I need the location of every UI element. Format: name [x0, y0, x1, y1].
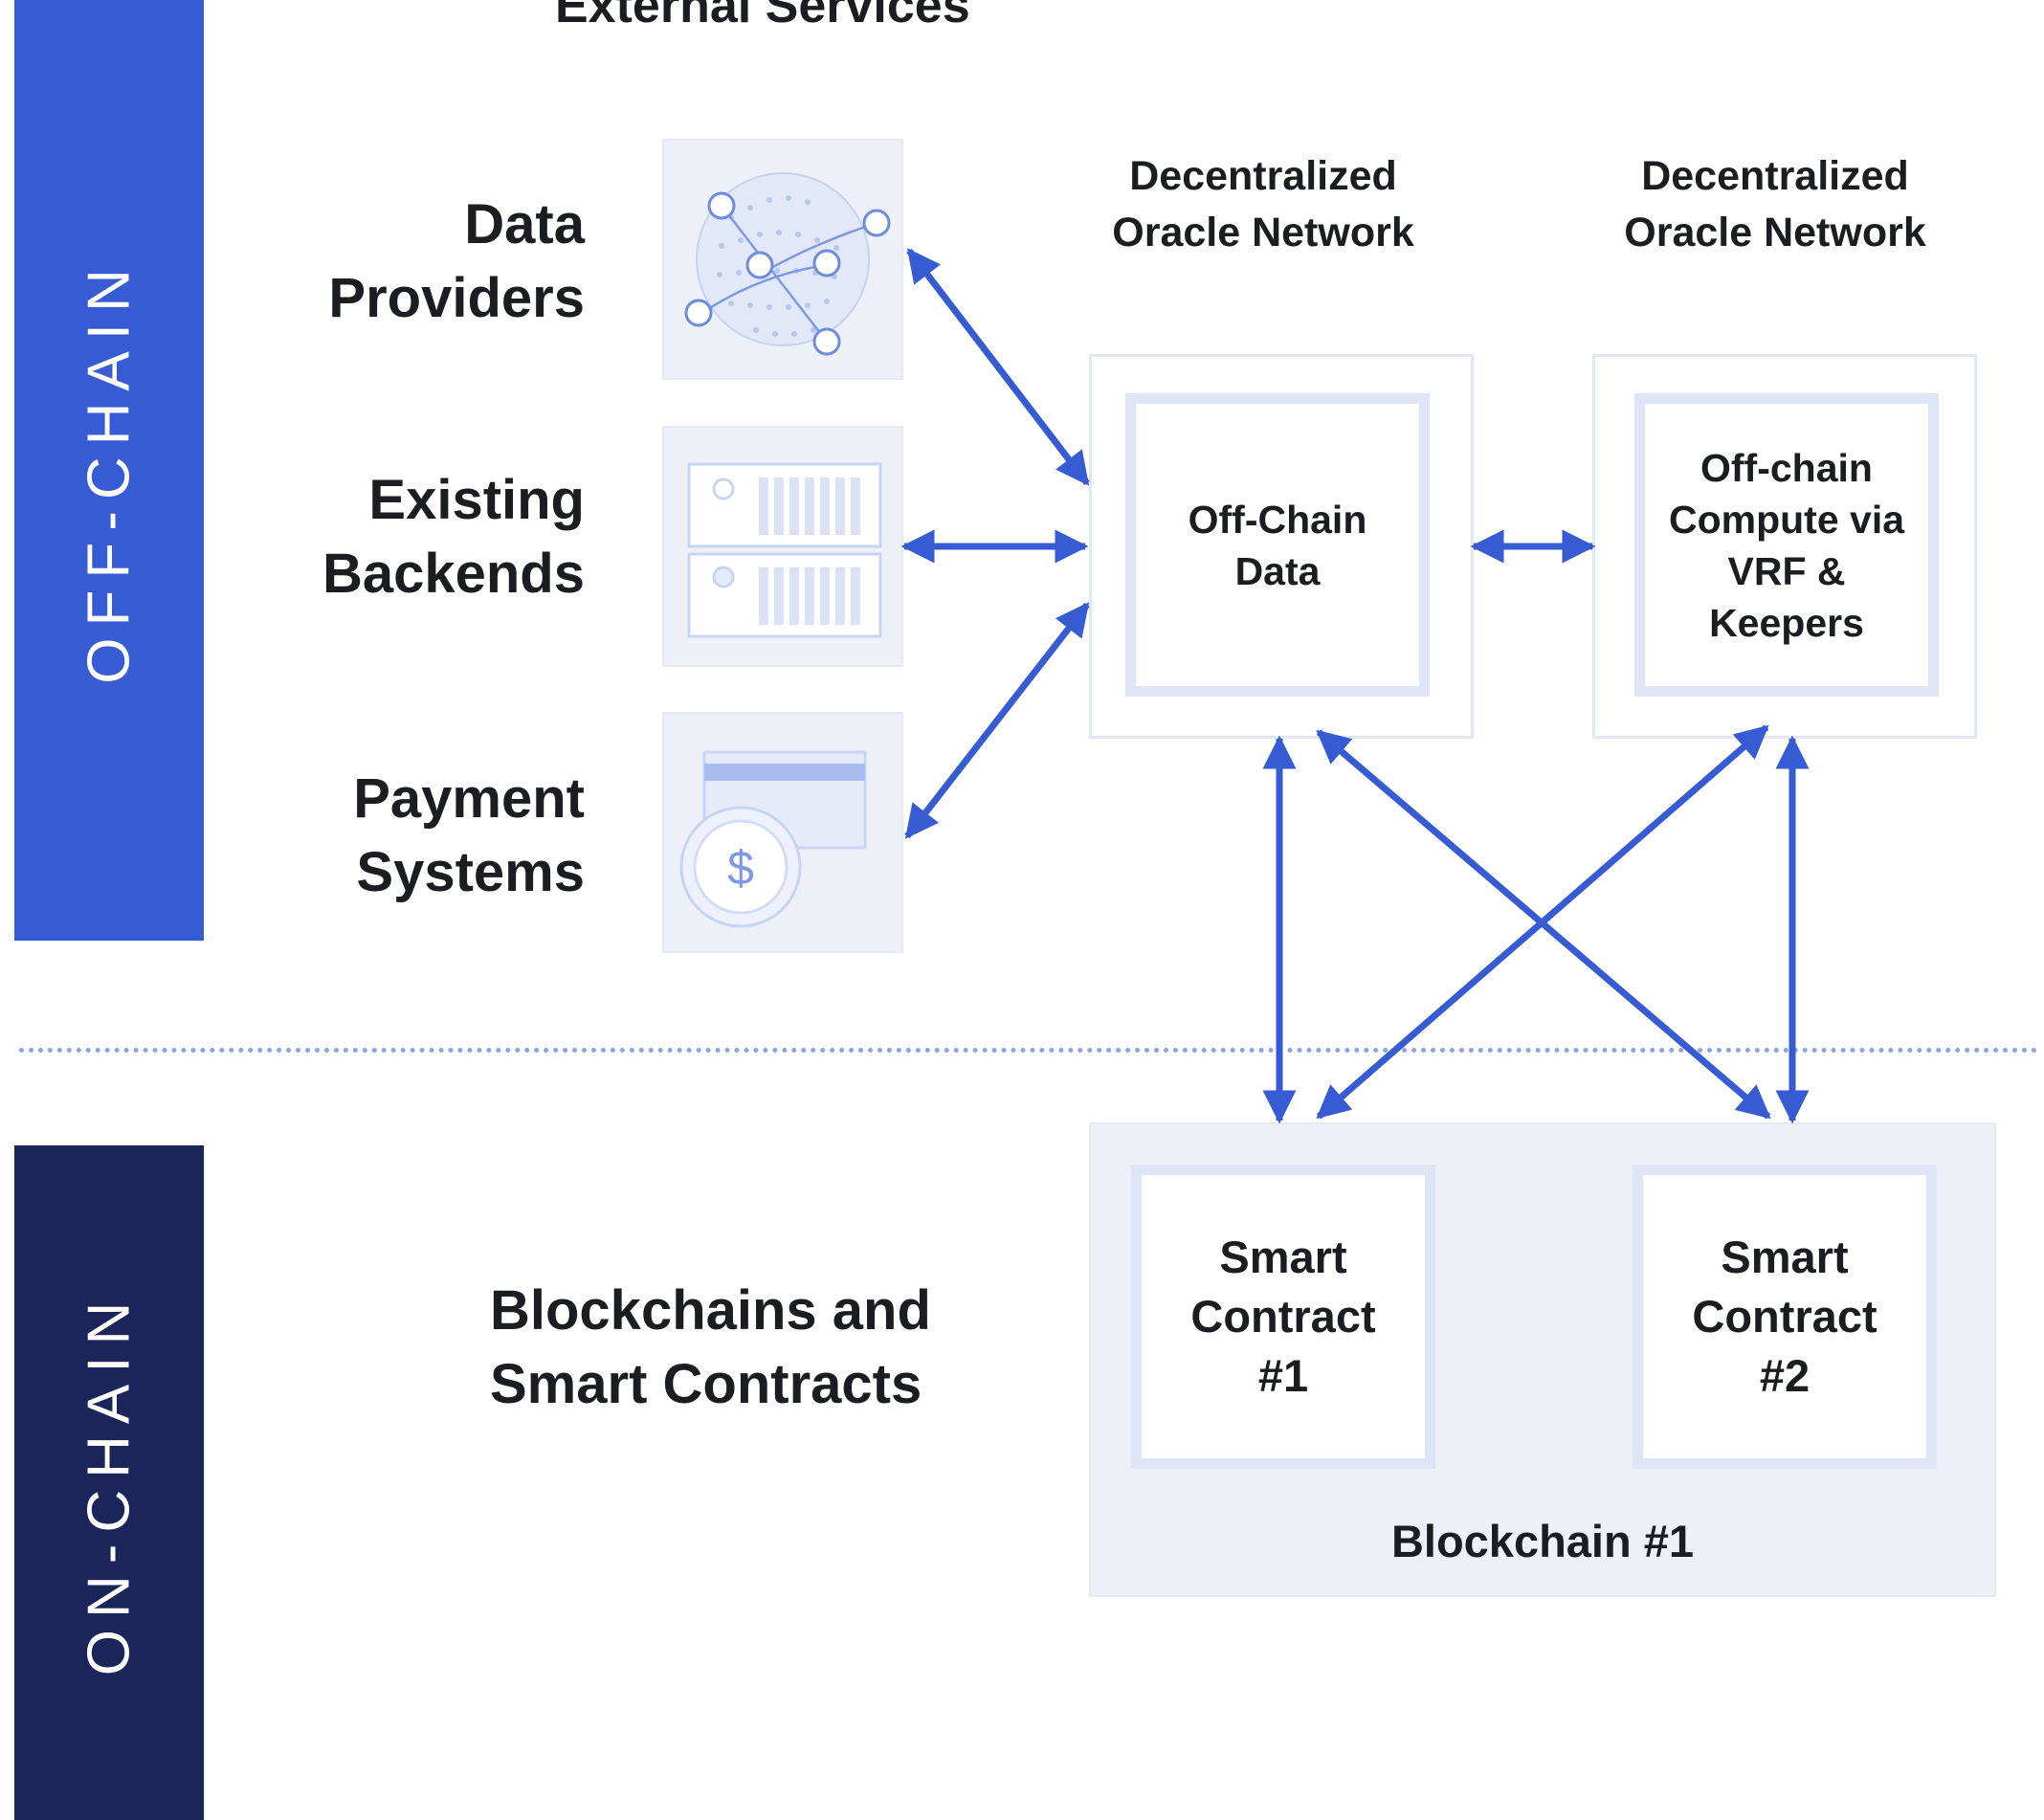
smart-contract-1-text: Smart Contract #1: [1190, 1232, 1376, 1401]
blockchain-panel: Smart Contract #1 Smart Contract #2 Bloc…: [1089, 1122, 1996, 1597]
off-chain-band: OFF-CHAIN: [14, 0, 204, 941]
external-services-heading: External Services: [555, 0, 970, 33]
data-providers-label: Data Providers: [328, 193, 585, 329]
payment-card-coin-icon: $: [679, 750, 867, 928]
don-left-title: Decentralized Oracle Network: [1112, 153, 1414, 255]
on-chain-band: ON-CHAIN: [14, 1145, 204, 1820]
payment-systems-tile: $: [662, 712, 903, 953]
arrow-compute-to-contract-1: [1316, 724, 1769, 1120]
server-rack-icon: [687, 462, 882, 638]
arrow-offchain-data-to-contract-2: [1316, 729, 1771, 1120]
arrow-data-providers-to-don: [906, 248, 1090, 486]
off-chain-compute-box: Off-chain Compute via VRF & Keepers: [1634, 393, 1939, 697]
off-chain-label: OFF-CHAIN: [76, 256, 143, 684]
blockchains-label: Blockchains and Smart Contracts: [490, 1279, 931, 1415]
off-chain-compute-text: Off-chain Compute via VRF & Keepers: [1668, 445, 1905, 645]
blockchain-label: Blockchain #1: [1390, 1516, 1695, 1566]
don-right-box: Off-chain Compute via VRF & Keepers: [1592, 354, 1977, 739]
data-providers-tile: [662, 139, 903, 380]
existing-backends-tile: [662, 426, 903, 667]
globe-network-icon: [684, 172, 891, 356]
smart-contract-1-box: Smart Contract #1: [1131, 1165, 1435, 1469]
don-right-title: Decentralized Oracle Network: [1624, 153, 1926, 255]
arrow-payments-to-don: [904, 602, 1090, 839]
don-left-box: Off-Chain Data: [1089, 354, 1474, 739]
svg-text:$: $: [727, 841, 754, 895]
off-chain-data-box: Off-Chain Data: [1125, 393, 1430, 697]
on-chain-label: ON-CHAIN: [76, 1290, 143, 1676]
off-chain-data-text: Off-Chain Data: [1188, 497, 1367, 593]
smart-contract-2-box: Smart Contract #2: [1633, 1165, 1937, 1469]
existing-backends-label: Existing Backends: [322, 469, 585, 605]
smart-contract-2-text: Smart Contract #2: [1692, 1232, 1877, 1401]
chain-divider-line: [19, 1048, 2038, 1053]
payment-systems-label: Payment Systems: [353, 767, 585, 903]
